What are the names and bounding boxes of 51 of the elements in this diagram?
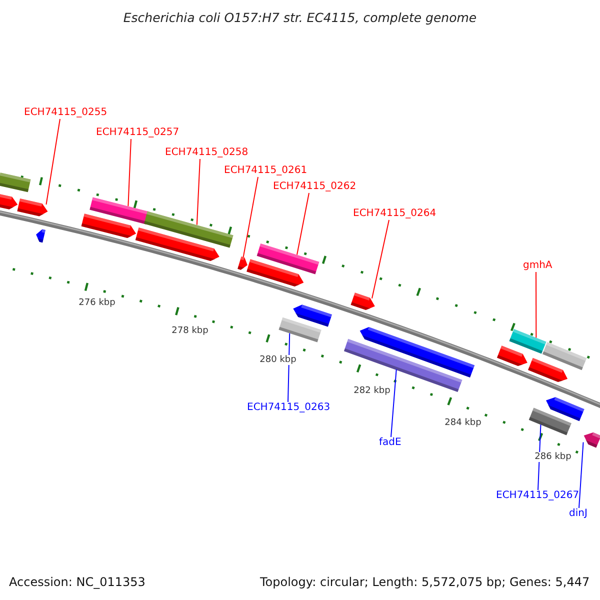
gene-block xyxy=(135,228,220,261)
gene-label: ECH74115_0255 xyxy=(24,107,108,119)
gene-block xyxy=(528,358,568,382)
gene-bar xyxy=(90,197,150,224)
gene-label: ECH74115_0267 xyxy=(496,490,580,502)
leader-line xyxy=(372,220,390,299)
leader-line xyxy=(46,118,60,205)
scale-label: 286 kbp xyxy=(534,452,572,462)
gene-block xyxy=(360,326,475,378)
leader-line xyxy=(536,272,537,338)
gene-block xyxy=(293,304,332,327)
accession-text: Accession: NC_011353 xyxy=(9,575,146,589)
genome-stats-text: Topology: circular; Length: 5,572,075 bp; Genes: 5,447 xyxy=(260,575,590,589)
gene-block xyxy=(17,198,48,216)
gene-block xyxy=(81,214,136,238)
scale-label: 280 kbp xyxy=(260,355,296,365)
gene-block xyxy=(246,259,304,287)
leader-line xyxy=(578,442,584,508)
gene-label: ECH74115_0257 xyxy=(96,127,180,139)
gene-block xyxy=(546,397,584,422)
gene-label: ECH74115_0264 xyxy=(353,208,436,220)
gene-label: ECH74115_0263 xyxy=(247,402,330,414)
leader-line xyxy=(296,192,310,256)
leader-line xyxy=(390,368,397,438)
scale-label: 284 kbp xyxy=(444,418,482,428)
gene-label: ECH74115_0262 xyxy=(273,181,356,193)
gene-block xyxy=(496,346,528,366)
gene-bar xyxy=(278,317,322,342)
gene-block xyxy=(238,256,248,270)
scale-label: 278 kbp xyxy=(172,326,208,336)
leader-line xyxy=(128,138,132,207)
gene-label: dinJ xyxy=(569,508,588,520)
gene-bar xyxy=(0,172,31,192)
title: Escherichia coli O157:H7 str. EC4115, complete genome xyxy=(122,10,478,25)
gene-bar xyxy=(542,342,587,370)
gene-bar xyxy=(256,243,320,274)
gene-block xyxy=(36,229,46,243)
gene-bar xyxy=(144,211,234,248)
scale-label: 276 kbp xyxy=(78,298,116,308)
gene-block xyxy=(0,193,18,210)
gene-bar xyxy=(509,328,546,354)
gene-label: gmhA xyxy=(523,260,552,272)
gene-label: fadE xyxy=(379,437,402,449)
gene-label: ECH74115_0258 xyxy=(165,147,248,159)
gene-bar xyxy=(528,408,572,436)
gene-block xyxy=(584,432,600,448)
gene-block xyxy=(350,292,375,310)
leader-line xyxy=(196,158,200,226)
gene-label: ECH74115_0261 xyxy=(224,165,308,177)
scale-label: 282 kbp xyxy=(354,386,390,396)
leader-line xyxy=(242,176,258,258)
